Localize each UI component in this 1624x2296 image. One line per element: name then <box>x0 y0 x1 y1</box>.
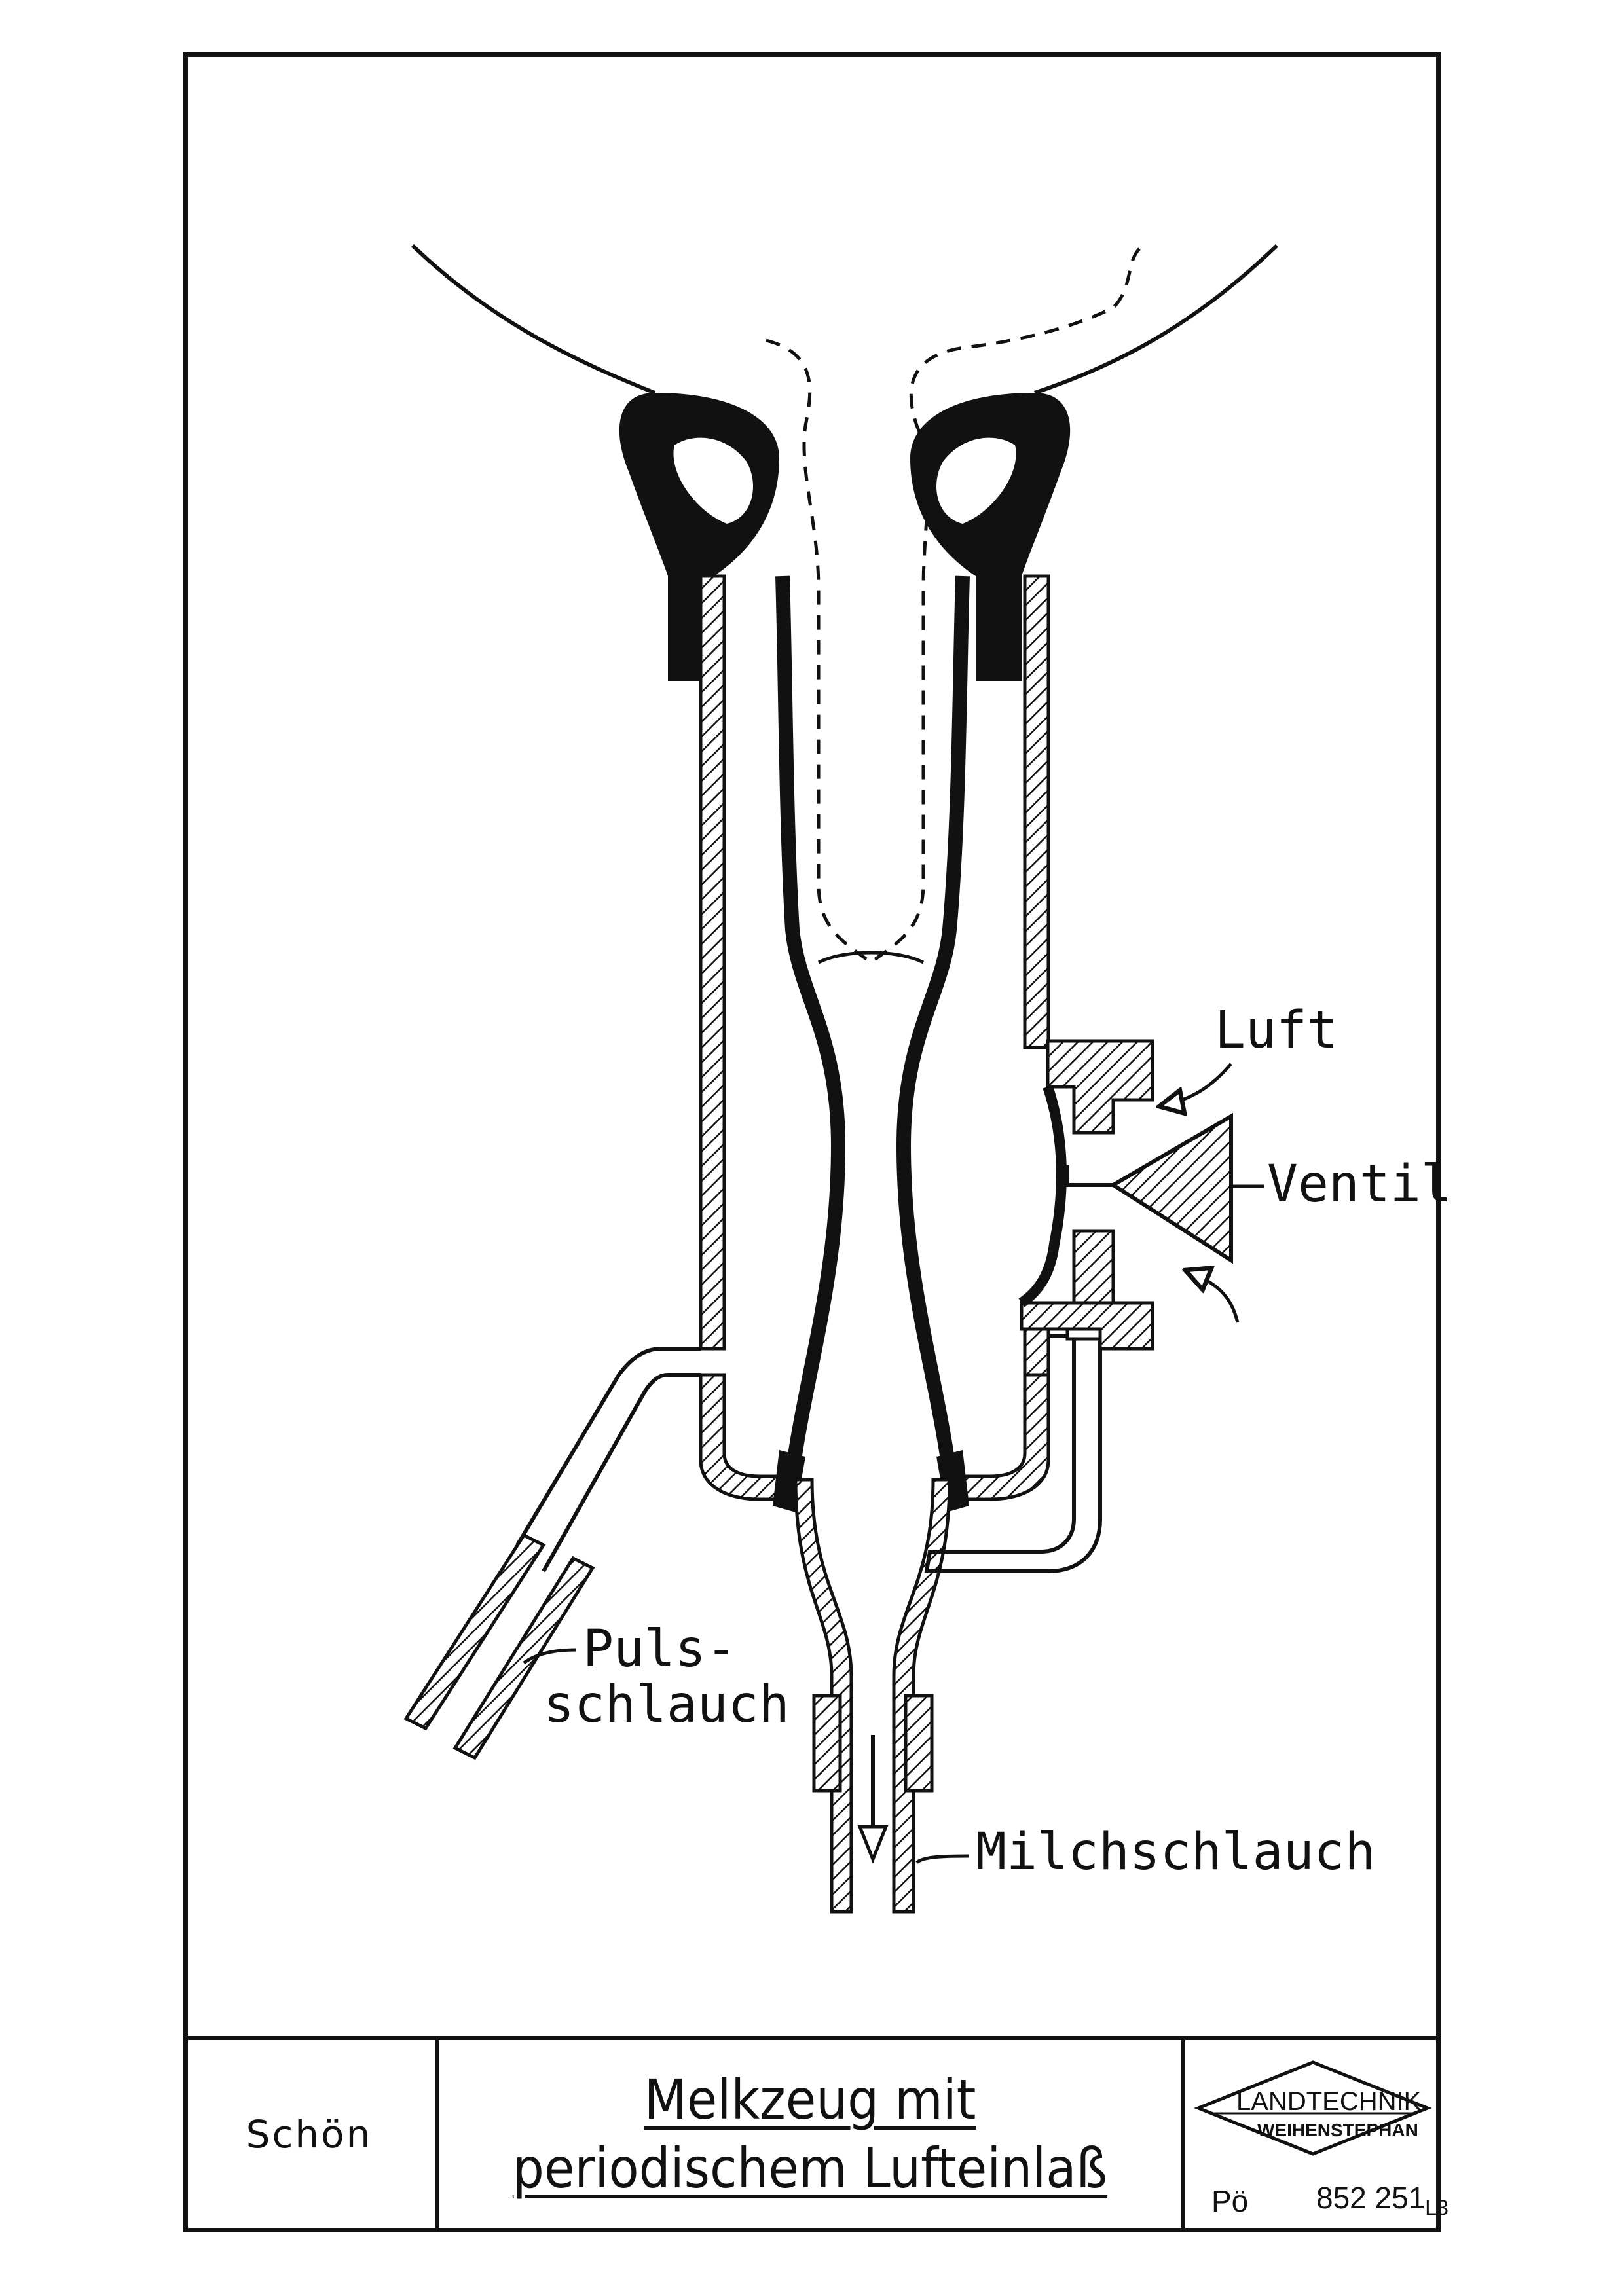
drawing-title-line1: Melkzeug mit <box>644 2068 976 2132</box>
pulsation-nipple <box>515 1347 701 1573</box>
author-cell: Schön <box>183 2036 439 2232</box>
drawing-title-line2: periodischem Lufteinlaß <box>512 2136 1108 2200</box>
shell-bottom-right <box>954 1373 1050 1501</box>
liner-right <box>896 575 970 1474</box>
pulse-tube-left <box>403 1533 546 1731</box>
valve-diaphragm <box>1018 1085 1067 1307</box>
shell-wall-right <box>1023 574 1050 1049</box>
udder-outline <box>411 244 656 395</box>
label-ventil: Ventil <box>1267 1155 1452 1214</box>
drawing-number-main: 852 251 <box>1316 2181 1426 2215</box>
title-block: Schön Melkzeug mit periodischem Lufteinl… <box>183 2036 1449 2232</box>
milk-tube-left <box>794 1478 853 1914</box>
logo-bottom-text: WEIHENSTEPHAN <box>1257 2120 1418 2140</box>
label-puls-2: schlauch <box>544 1675 790 1734</box>
drawing-number-suffix: L3 <box>1425 2196 1449 2220</box>
liner-left <box>775 575 846 1474</box>
logo-top-text: LANDTECHNIK <box>1236 2087 1422 2116</box>
institute-logo-cell: LANDTECHNIK WEIHENSTEPHAN Pö 852 251L3 <box>1185 2036 1449 2232</box>
title-cell: Melkzeug mit periodischem Lufteinlaß <box>439 2036 1185 2232</box>
landtechnik-logo-frame <box>1194 2060 1432 2156</box>
air-arrow-top <box>1159 1063 1232 1106</box>
label-puls-1: Puls- <box>583 1620 737 1679</box>
drawing-frame <box>183 52 1441 2232</box>
udder-outline-right <box>1034 244 1279 395</box>
pulse-tube-right <box>452 1556 595 1760</box>
label-luft: Luft <box>1215 1001 1338 1060</box>
valve-housing-bottom <box>1020 1301 1154 1351</box>
drawing-number: 852 251L3 <box>1316 2180 1449 2220</box>
valve-cone <box>1109 1112 1233 1264</box>
air-return-tube <box>924 1334 1102 1573</box>
shell-wall-left <box>699 574 726 1351</box>
teat-outline-dashed <box>766 247 1141 965</box>
author-name: Schön <box>246 2112 373 2157</box>
air-arrow-bottom <box>1185 1270 1240 1323</box>
label-milchschlauch: Milchschlauch <box>976 1823 1376 1882</box>
drafter-initials: Pö <box>1211 2184 1249 2218</box>
valve-housing-top <box>1046 1039 1154 1135</box>
